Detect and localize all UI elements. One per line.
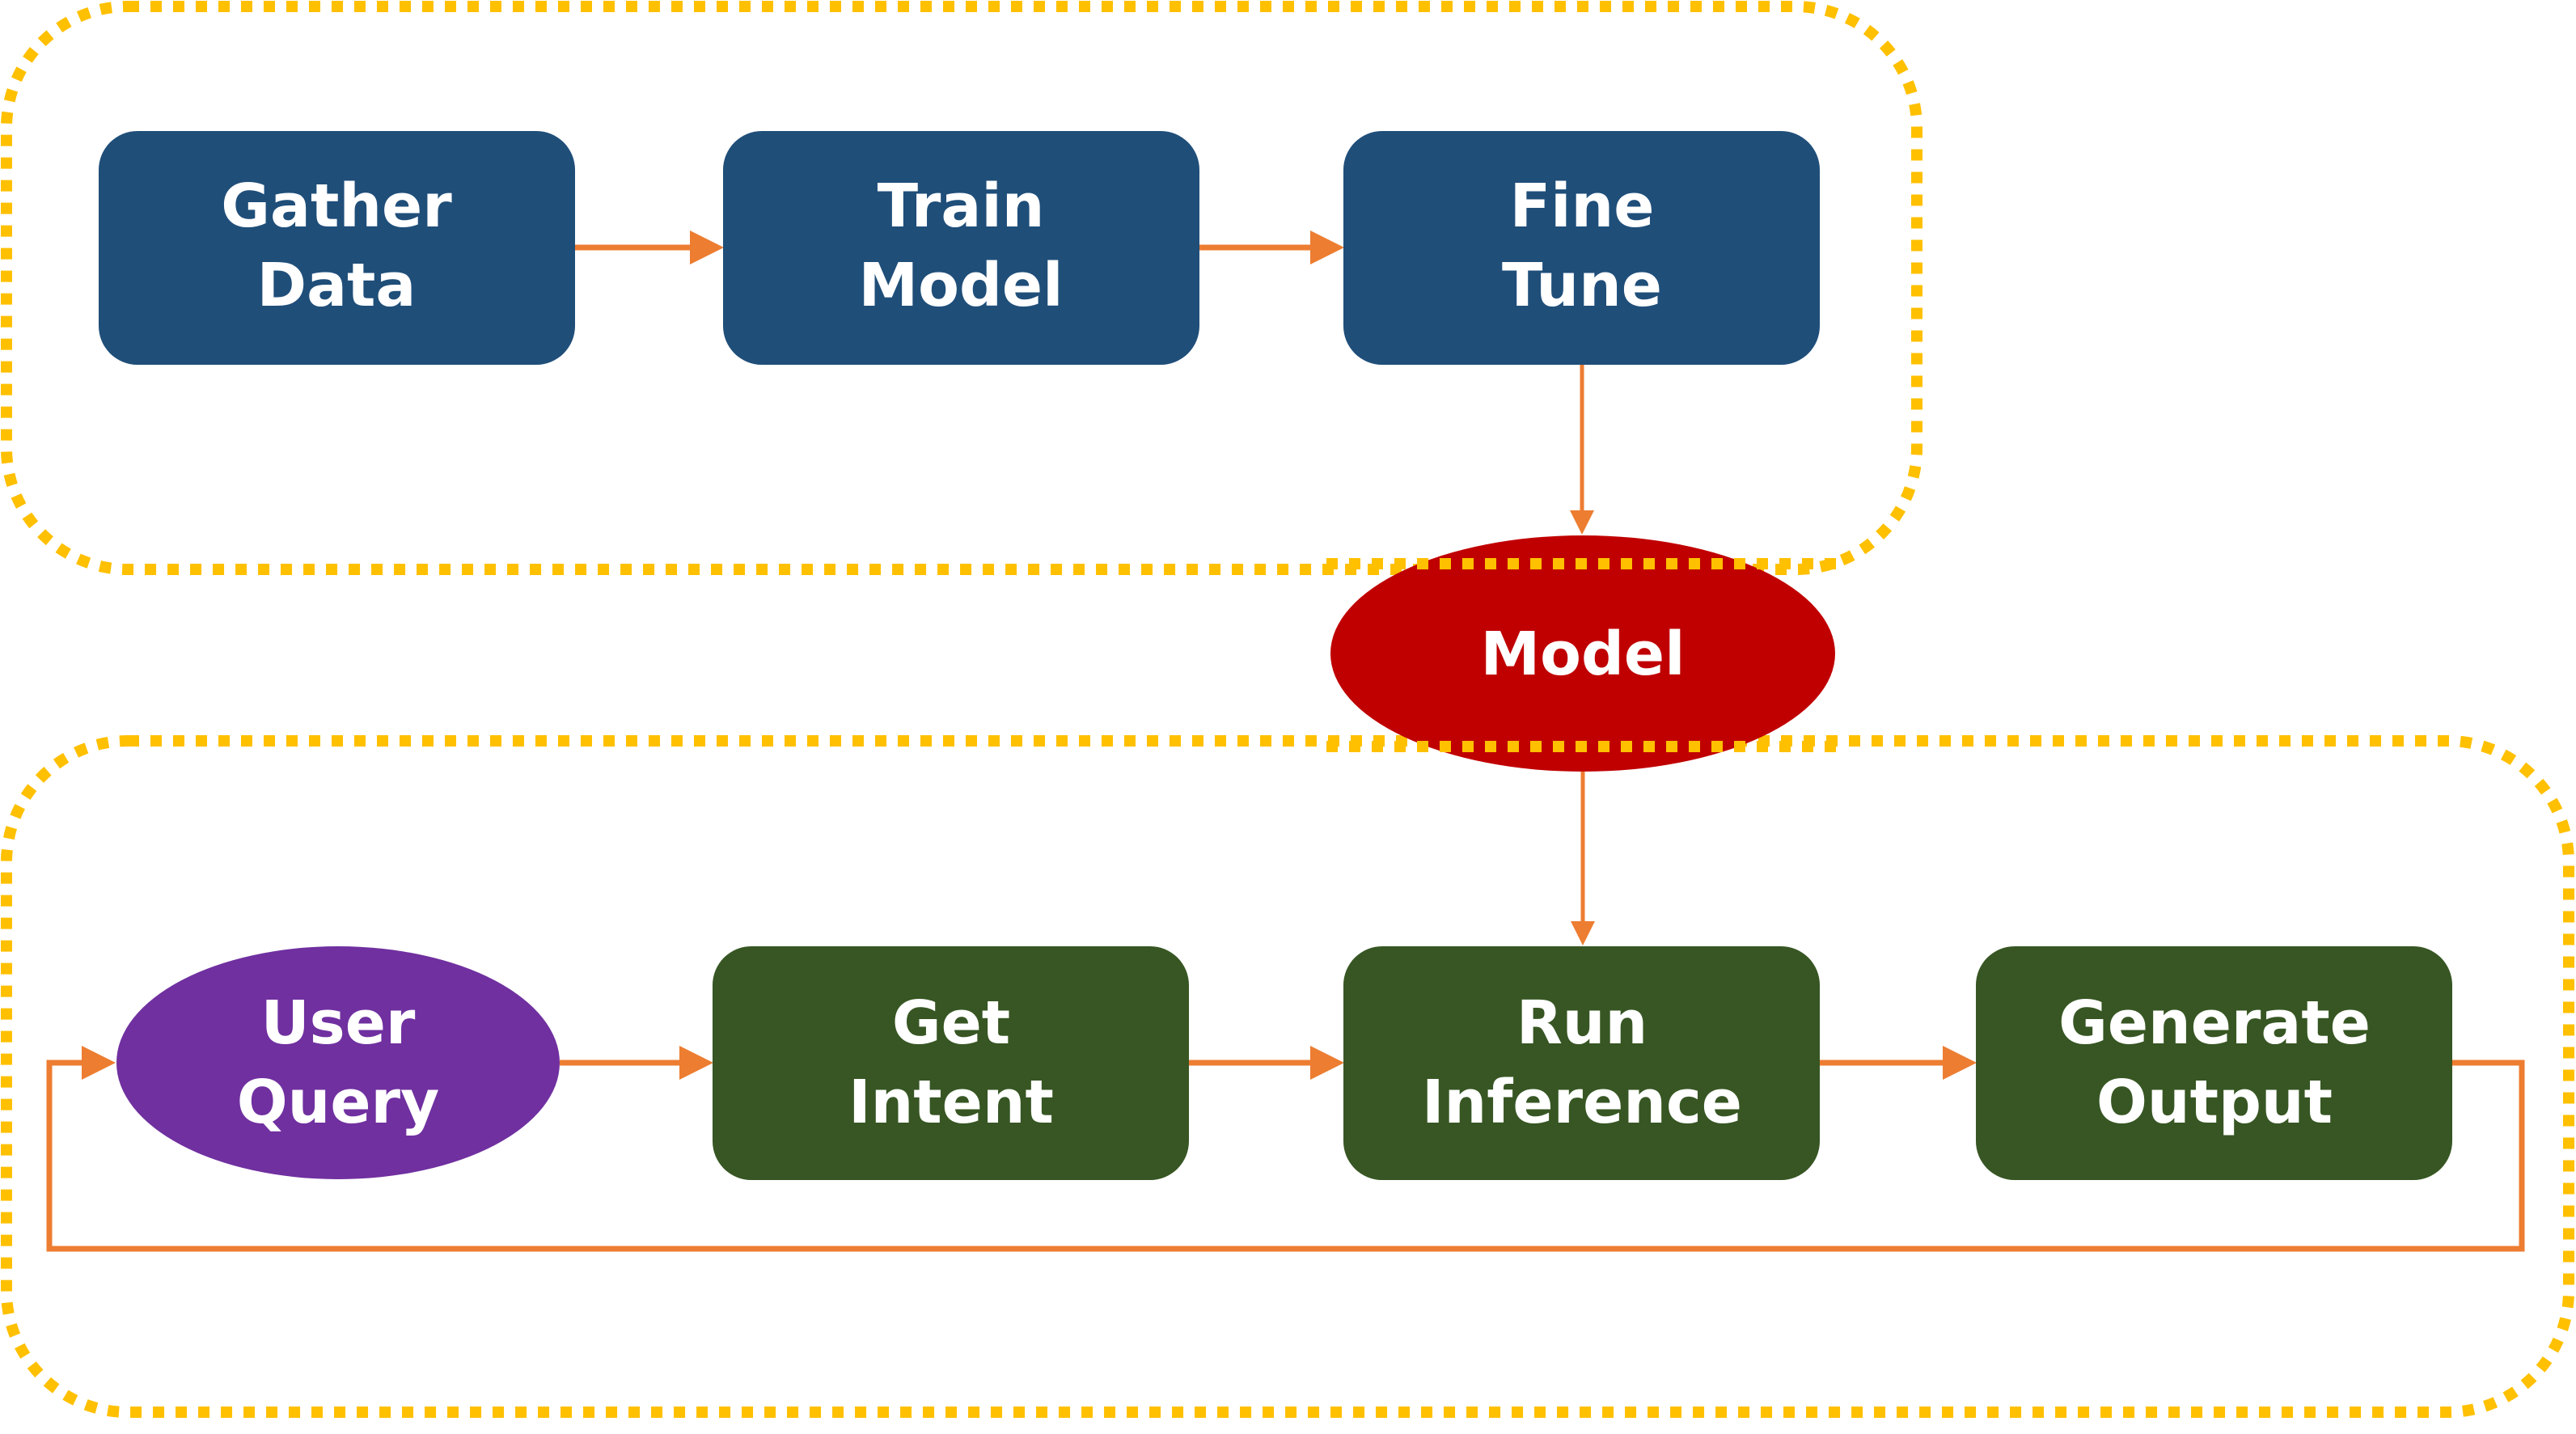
node-run-inference-line2: Inference — [1422, 1068, 1742, 1137]
node-fine-tune-line2: Tune — [1502, 251, 1662, 320]
node-get-intent: Get Intent — [713, 946, 1189, 1180]
node-run-inference: Run Inference — [1343, 946, 1820, 1180]
arrow-loop-output-to-query — [46, 1046, 2525, 1252]
node-generate-output: Generate Output — [1976, 946, 2452, 1180]
node-fine-tune: Fine Tune — [1343, 131, 1820, 365]
node-gather-data-line1: Gather — [221, 171, 452, 241]
node-gather-data: Gather Data — [99, 131, 575, 365]
node-user-query-line1: User — [261, 988, 416, 1058]
node-generate-output-line1: Generate — [2058, 988, 2371, 1058]
node-generate-output-line2: Output — [2096, 1068, 2333, 1137]
node-get-intent-line2: Intent — [848, 1068, 1054, 1137]
serving-group-border — [1, 735, 2574, 1418]
node-train-model-line1: Train — [878, 171, 1045, 241]
node-run-inference-line1: Run — [1516, 988, 1648, 1058]
node-model-label: Model — [1480, 620, 1685, 689]
node-user-query: User Query — [116, 946, 560, 1179]
node-user-query-line2: Query — [237, 1068, 440, 1137]
node-gather-data-line2: Data — [257, 251, 417, 320]
node-train-model-line2: Model — [858, 251, 1063, 320]
training-group-border — [1, 1, 1922, 575]
node-model: Model — [1330, 535, 1835, 772]
node-fine-tune-line1: Fine — [1510, 171, 1655, 241]
node-train-model: Train Model — [723, 131, 1199, 365]
node-get-intent-line1: Get — [892, 988, 1010, 1058]
